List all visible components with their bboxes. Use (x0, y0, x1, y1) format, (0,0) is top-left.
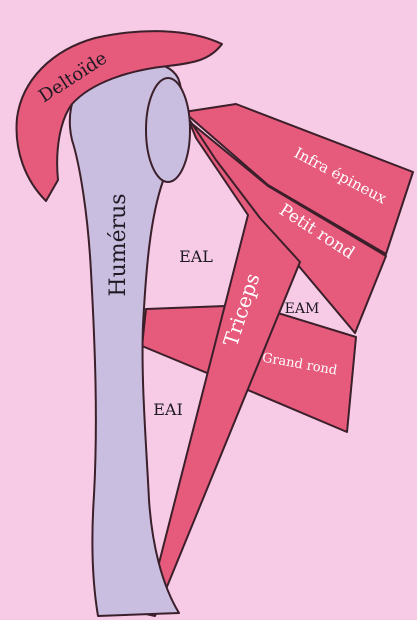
humeral-head-shape (146, 78, 190, 182)
humerus-label: Humérus (106, 193, 131, 296)
eal-label: EAL (179, 247, 213, 266)
eai-label: EAI (153, 400, 183, 419)
eam-label: EAM (285, 301, 320, 317)
